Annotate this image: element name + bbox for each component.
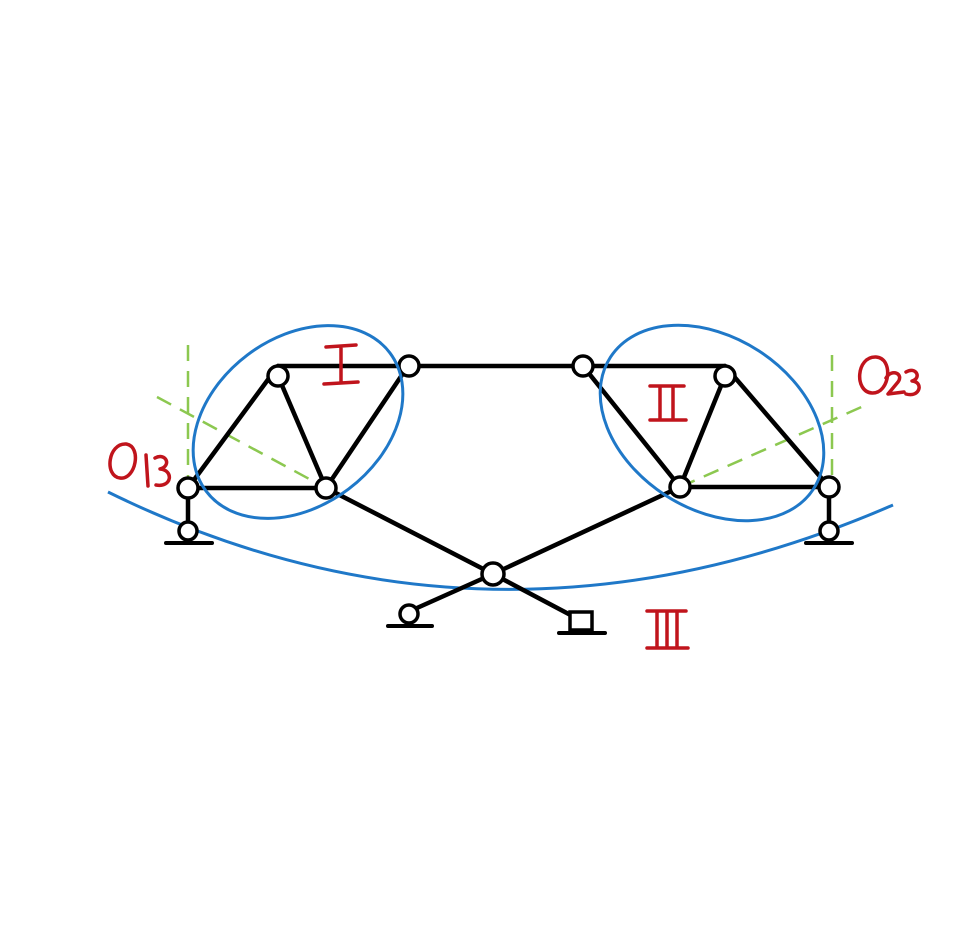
truss-members xyxy=(185,363,832,623)
joint-left-bottom-inner xyxy=(314,476,338,500)
label-center-13-glyph xyxy=(108,442,171,488)
support-bottom-right-roller xyxy=(568,610,594,632)
body-1-outline xyxy=(191,324,405,520)
joints xyxy=(176,354,841,587)
dashed-line-left-diagonal xyxy=(156,395,327,490)
support-left xyxy=(164,520,214,545)
member-right-diagonal-outer xyxy=(722,363,832,490)
body-3-arc xyxy=(107,490,894,591)
joint-right-bottom-inner xyxy=(668,475,692,499)
joint-center-bottom xyxy=(480,561,506,587)
supports xyxy=(164,520,854,635)
label-body-3: Ⅲ xyxy=(645,609,690,650)
label-body-2-glyph xyxy=(648,384,688,422)
label-body-1-glyph xyxy=(322,343,360,386)
joint-left-bottom-outer xyxy=(176,476,200,500)
support-bottom-left xyxy=(386,603,434,628)
member-link-left-to-center xyxy=(323,485,496,577)
body-2-outline xyxy=(598,323,826,523)
label-body-3-glyph xyxy=(645,609,690,650)
label-center-23: O23 xyxy=(857,355,921,397)
label-body-1: Ⅰ xyxy=(322,343,360,386)
joint-right-bottom-outer xyxy=(817,475,841,499)
joint-right-top-left xyxy=(571,354,595,378)
support-left-pin xyxy=(177,520,199,542)
label-center-23-glyph xyxy=(857,355,921,397)
member-left-diagonal-inner xyxy=(275,373,329,491)
member-link-center-to-bottom-left xyxy=(405,571,496,615)
support-right-pin xyxy=(818,520,840,542)
joint-left-top-right xyxy=(397,354,421,378)
member-link-right-to-center xyxy=(490,484,683,577)
support-right xyxy=(804,520,854,545)
instant-center-lines xyxy=(156,345,867,490)
member-right-diagonal-inner xyxy=(677,373,728,490)
label-center-13: O13 xyxy=(108,442,171,488)
label-body-2: Ⅱ xyxy=(648,384,688,422)
member-left-diagonal-outer xyxy=(185,363,281,491)
joint-right-top xyxy=(713,364,737,388)
support-bottom-right xyxy=(557,610,607,635)
dashed-line-right-diagonal xyxy=(679,403,867,489)
member-link-center-to-bottom-right xyxy=(490,571,583,623)
member-left-diagonal-right xyxy=(323,363,411,491)
support-bottom-left-pin xyxy=(398,603,420,625)
joint-left-top xyxy=(266,364,290,388)
